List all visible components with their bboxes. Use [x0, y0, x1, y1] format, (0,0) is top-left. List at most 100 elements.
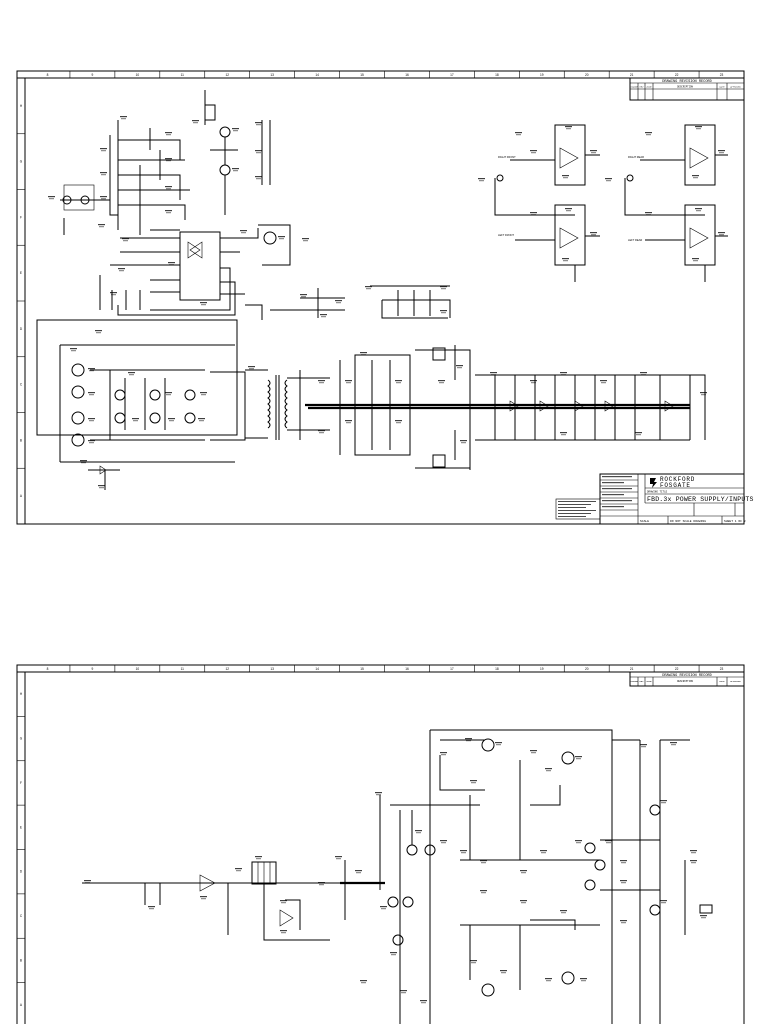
illegible-label-mark — [560, 910, 567, 912]
illegible-label-mark — [696, 128, 701, 130]
channel-label-left-front: LEFT FRONT — [498, 233, 514, 237]
illegible-label-mark — [133, 420, 138, 422]
transistor-icon — [149, 389, 161, 401]
illegible-label-mark — [149, 908, 154, 910]
illegible-label-mark — [395, 380, 402, 382]
transistor-icon — [71, 385, 85, 399]
title-block: ROCKFORD FOSGATE DRAWING TITLE FBD.3x PO… — [555, 473, 753, 525]
zone-marker-row: H — [20, 104, 23, 108]
illegible-label-mark — [501, 972, 506, 974]
illegible-label-mark — [516, 134, 521, 136]
illegible-note-mark — [602, 488, 632, 490]
illegible-label-mark — [110, 292, 117, 294]
illegible-label-mark — [700, 392, 707, 394]
illegible-label-mark — [670, 742, 677, 744]
zone-marker-col: 21 — [630, 73, 634, 77]
illegible-label-mark — [440, 752, 447, 754]
illegible-label-mark — [89, 370, 94, 372]
illegible-label-mark — [165, 210, 172, 212]
illegible-label-mark — [280, 900, 287, 902]
illegible-label-mark — [401, 992, 406, 994]
illegible-label-mark — [691, 852, 696, 854]
zone-marker-row: D — [20, 327, 23, 331]
illegible-label-mark — [605, 840, 612, 842]
illegible-label-mark — [719, 152, 724, 154]
illegible-label-mark — [256, 858, 261, 860]
illegible-label-mark — [355, 870, 362, 872]
illegible-note-mark — [602, 476, 632, 478]
drawing-frame — [24, 671, 745, 1024]
illegible-label-mark — [701, 917, 706, 919]
illegible-label-mark — [621, 882, 626, 884]
ic-chip — [179, 231, 221, 301]
illegible-label-mark — [566, 128, 571, 130]
transistor-icon — [114, 412, 126, 424]
illegible-label-mark — [336, 858, 341, 860]
illegible-label-mark — [530, 750, 537, 752]
rev-header-zone: ZONE — [646, 680, 652, 683]
illegible-label-mark — [165, 158, 172, 160]
channel-right-front: RIGHT FRONT — [494, 124, 600, 216]
rev-header-approved: APPROVED — [730, 680, 741, 683]
channel-right-rear: RIGHT REAR — [624, 124, 728, 216]
illegible-label-mark — [148, 906, 155, 908]
illegible-label-mark — [278, 236, 285, 238]
illegible-label-mark — [281, 932, 286, 934]
zone-marker-col: 11 — [181, 667, 185, 671]
illegible-label-mark — [641, 746, 646, 748]
illegible-label-mark — [279, 238, 284, 240]
zone-marker-col: 11 — [181, 73, 185, 77]
illegible-label-mark — [128, 372, 135, 374]
illegible-label-mark — [199, 420, 204, 422]
illegible-note-mark — [558, 504, 591, 505]
illegible-label-mark — [84, 880, 91, 882]
illegible-label-mark — [440, 840, 447, 842]
illegible-label-mark — [85, 882, 90, 884]
illegible-label-mark — [590, 232, 597, 234]
illegible-label-mark — [421, 1002, 426, 1004]
rev-header-date: DATE — [719, 680, 725, 683]
illegible-label-mark — [478, 178, 485, 180]
illegible-note-mark — [558, 501, 596, 502]
illegible-label-mark — [521, 902, 526, 904]
illegible-label-mark — [356, 872, 361, 874]
illegible-label-mark — [696, 210, 701, 212]
zone-marker-col: 8 — [47, 73, 49, 77]
illegible-label-mark — [232, 128, 239, 130]
illegible-note-mark — [558, 516, 586, 517]
illegible-label-mark — [200, 302, 207, 304]
illegible-label-mark — [345, 420, 352, 422]
illegible-label-mark — [465, 738, 472, 740]
illegible-label-mark — [100, 196, 107, 198]
illegible-label-mark — [441, 842, 446, 844]
illegible-label-mark — [590, 150, 597, 152]
transistor-icon — [561, 971, 575, 985]
illegible-label-mark — [400, 990, 407, 992]
illegible-label-mark — [531, 214, 536, 216]
transistor-icon — [649, 904, 661, 916]
illegible-label-mark — [581, 980, 586, 982]
illegible-label-mark — [70, 348, 77, 350]
illegible-label-mark — [376, 794, 381, 796]
illegible-label-mark — [457, 367, 462, 369]
illegible-label-mark — [169, 420, 174, 422]
transistor-icon — [626, 174, 634, 182]
illegible-label-mark — [471, 782, 476, 784]
illegible-label-mark — [318, 430, 325, 432]
illegible-label-mark — [95, 330, 102, 332]
illegible-label-mark — [440, 286, 447, 288]
transistor-icon — [406, 844, 418, 856]
illegible-label-mark — [575, 756, 582, 758]
illegible-label-mark — [563, 177, 568, 179]
zone-marker-col: 12 — [225, 73, 229, 77]
illegible-label-mark — [88, 392, 95, 394]
illegible-label-mark — [576, 842, 581, 844]
zone-marker-row: F — [20, 215, 22, 219]
transistor-icon — [649, 804, 661, 816]
illegible-label-mark — [361, 982, 366, 984]
illegible-label-mark — [575, 840, 582, 842]
zone-marker-col: 19 — [540, 73, 544, 77]
